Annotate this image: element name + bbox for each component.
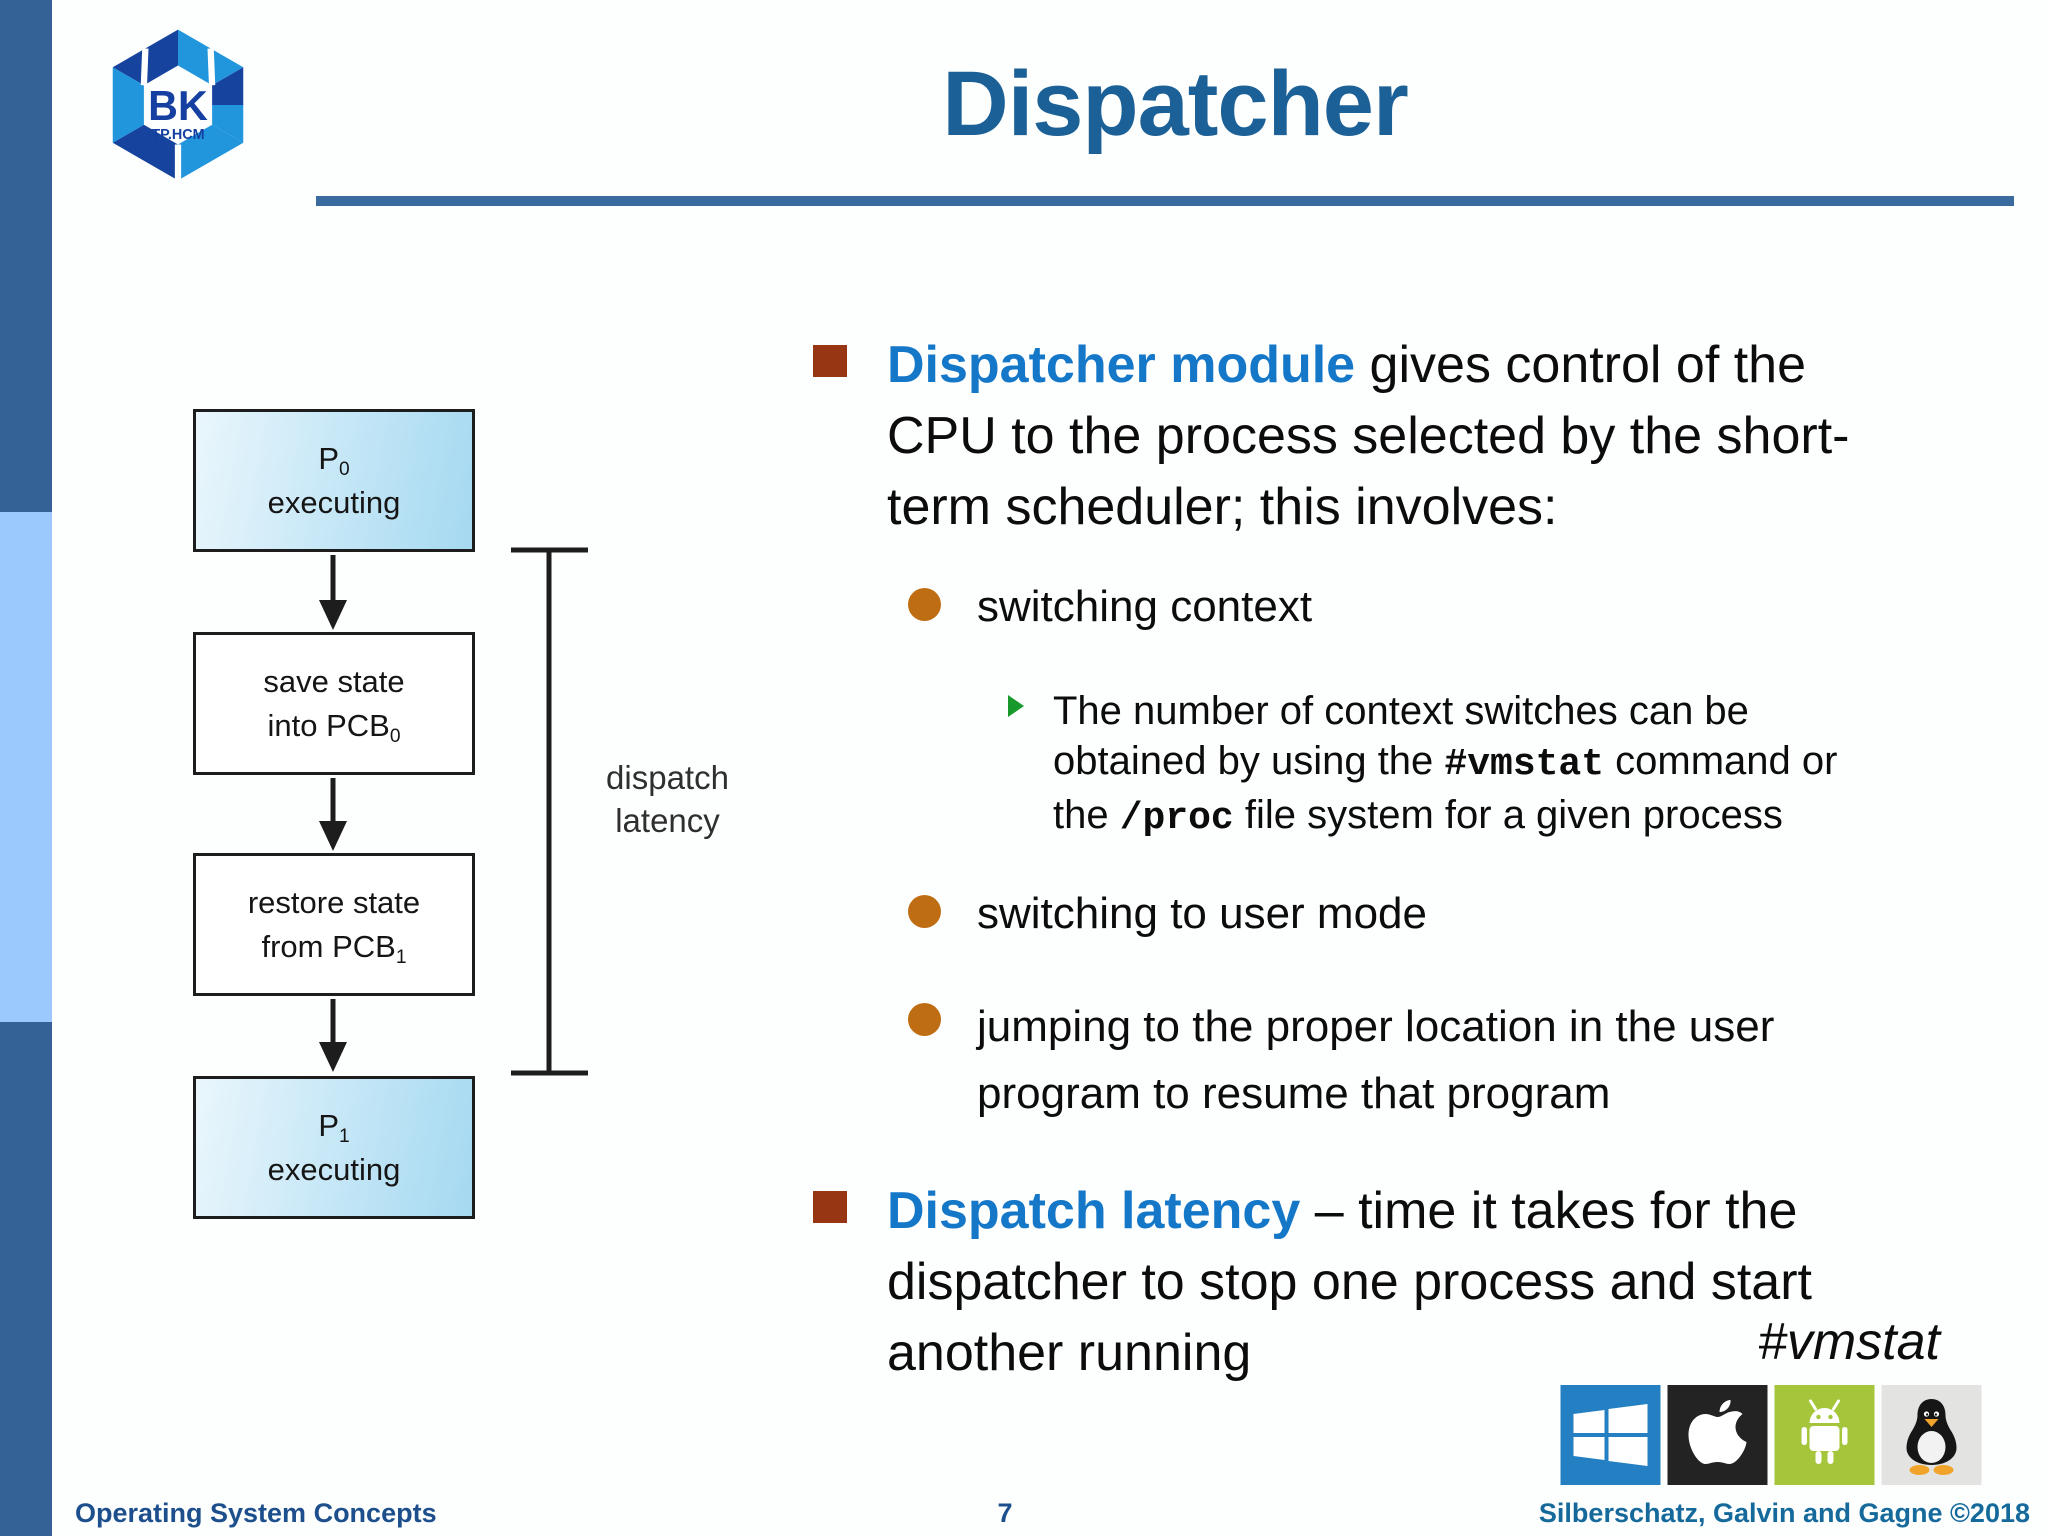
os-logos-strip: [1557, 1385, 1985, 1485]
circle-bullet-icon: [908, 1003, 941, 1036]
diagram-box-save-state: save state into PCB0: [193, 632, 475, 775]
diagram-box-p0-executing: P0 executing: [193, 409, 475, 552]
subbullet-user-mode: switching to user mode: [908, 885, 2008, 943]
footer-authors: Silberschatz, Galvin and Gagne ©2018: [1538, 1498, 2030, 1528]
circle-bullet-icon: [908, 588, 941, 621]
sidebar-bar-top: [0, 0, 52, 512]
page-number: 7: [997, 1498, 1013, 1528]
detail-context-switches: The number of context switches can be ob…: [1008, 686, 2048, 844]
triangle-bullet-icon: [1008, 695, 1024, 717]
bullet-text: Dispatch latency – time it takes for the…: [887, 1176, 2048, 1389]
bullet-lead: Dispatch latency: [887, 1182, 1301, 1240]
bk-tphcm-logo: BK TP.HCM: [88, 26, 268, 184]
title-underline: [316, 196, 2014, 206]
vmstat-caption: #vmstat: [1757, 1313, 1940, 1371]
diagram-box-p1-executing: P1 executing: [193, 1076, 475, 1219]
bk-logo-icon: BK TP.HCM: [112, 29, 244, 181]
circle-bullet-icon: [908, 895, 941, 928]
subbullet-switching-context: switching context: [908, 578, 2008, 636]
windows-icon: [1560, 1385, 1661, 1485]
logo-city-text: TP.HCM: [151, 127, 204, 143]
logo-abbr-text: BK: [148, 83, 208, 129]
square-bullet-icon: [813, 345, 847, 377]
subbullet-text: jumping to the proper location in the us…: [977, 1002, 1775, 1118]
detail-text: The number of context switches can be ob…: [1053, 689, 1838, 840]
proc-filesystem-text: /proc: [1119, 797, 1234, 840]
square-bullet-icon: [813, 1191, 847, 1223]
linux-icon: [1881, 1385, 1982, 1485]
bullet-rest: – time it takes for the dispatcher to st…: [887, 1182, 1812, 1382]
subbullet-text: switching to user mode: [977, 889, 1427, 938]
sidebar-bar-bottom: [0, 1022, 52, 1536]
bullet-lead: Dispatcher module: [887, 336, 1356, 394]
android-icon: [1774, 1385, 1875, 1485]
sidebar-bar-middle: [0, 512, 52, 1022]
subbullet-text: switching context: [977, 582, 1313, 631]
bullet-rest: gives control of the CPU to the process …: [887, 336, 1850, 536]
apple-icon: [1667, 1385, 1768, 1485]
bullet-text: Dispatcher module gives control of the C…: [887, 330, 2048, 543]
diagram-box-restore-state: restore state from PCB1: [193, 853, 475, 996]
footer-book-title: Operating System Concepts: [75, 1498, 437, 1528]
page-title: Dispatcher: [942, 53, 1409, 155]
bullet-dispatcher-module: Dispatcher module gives control of the C…: [813, 330, 2048, 543]
dispatch-latency-label: dispatch latency: [606, 759, 729, 839]
vmstat-command-text: #vmstat: [1444, 743, 1605, 786]
bullet-dispatch-latency: Dispatch latency – time it takes for the…: [813, 1176, 2048, 1389]
subbullet-jumping: jumping to the proper location in the us…: [908, 993, 2048, 1127]
diagram-arrows-and-bracket: [319, 547, 588, 1076]
